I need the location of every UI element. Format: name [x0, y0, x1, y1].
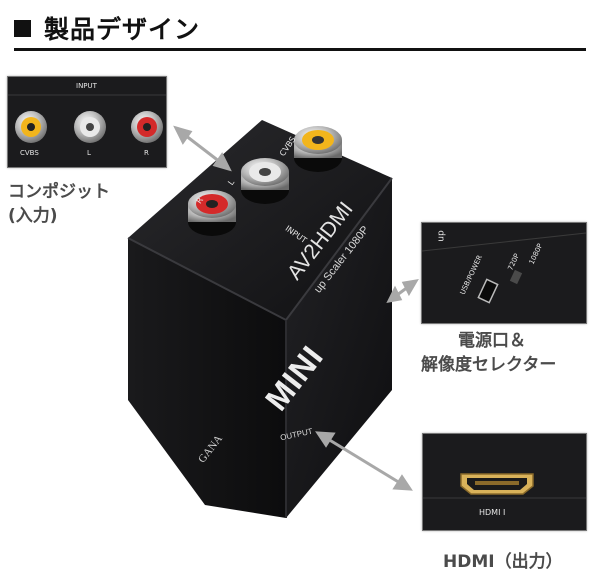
composite-panel-title: INPUT	[76, 82, 97, 90]
device-front-face	[128, 238, 286, 518]
hdmi-panel-label: HDMI I	[479, 508, 506, 517]
composite-port-label-l: L	[87, 149, 91, 157]
composite-port-label-r: R	[144, 149, 149, 157]
composite-ports	[8, 94, 166, 143]
composite-caption-line2: (入力)	[8, 206, 58, 226]
page-title: 製品デザイン	[44, 15, 201, 44]
rca-port-yellow	[294, 126, 342, 172]
composite-port-label-cvbs: CVBS	[20, 149, 39, 157]
square-bullet-icon	[14, 20, 31, 37]
composite-detail-panel: INPUT CVBS L R	[7, 76, 167, 168]
rca-port-red	[188, 190, 236, 236]
rca-port-white	[241, 158, 289, 204]
page-header: 製品デザイン	[14, 8, 586, 51]
power-caption-line2: 解像度セレクター	[421, 355, 557, 375]
power-caption-line1: 電源口＆	[458, 331, 526, 351]
hdmi-caption: HDMI（出力）	[443, 552, 563, 572]
header-divider	[14, 48, 586, 51]
composite-caption-line1: コンポジット	[8, 182, 110, 202]
hdmi-detail-panel: HDMI I	[422, 433, 587, 531]
power-detail-panel: up USB/POWER 720P 1080P	[421, 222, 587, 324]
arrows	[173, 125, 419, 491]
hdmi-port	[423, 473, 586, 499]
device-side-face	[286, 178, 392, 518]
power-ports	[422, 232, 586, 304]
